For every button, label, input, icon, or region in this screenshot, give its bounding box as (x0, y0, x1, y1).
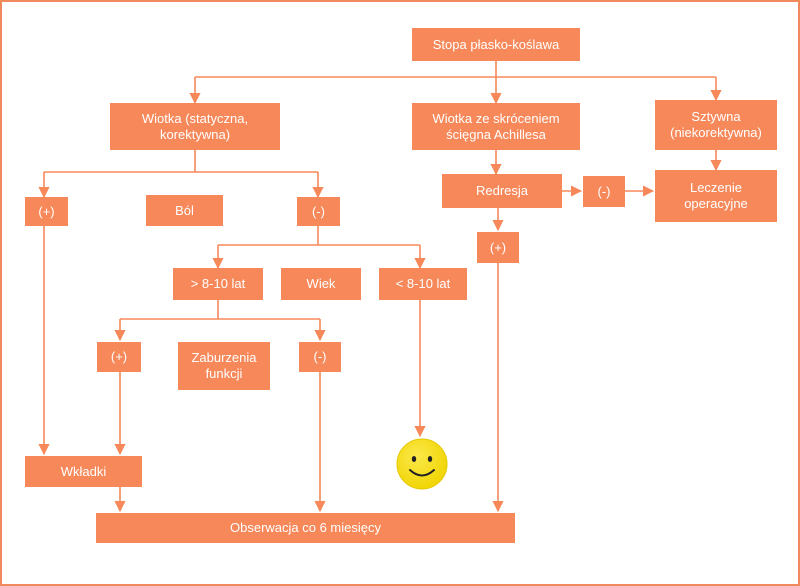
node-redresja-pos: (+) (477, 232, 519, 263)
node-flexible-label-1: Wiotka (statyczna, (141, 110, 249, 126)
node-pain-neg-label: (-) (312, 203, 325, 219)
node-dysfunction-neg: (-) (299, 342, 341, 372)
node-pain-label: Ból (175, 202, 194, 218)
node-insoles: Wkładki (25, 456, 142, 487)
node-age-over-label: > 8-10 lat (190, 276, 246, 291)
node-dysfunction-pos-label: (+) (110, 349, 128, 364)
node-surgery: Leczenie operacyjne (655, 170, 777, 222)
node-redresja-neg: (-) (583, 176, 625, 207)
node-dysfunction: Zaburzenia funkcji (178, 342, 270, 390)
node-redresja-neg-label: (-) (597, 183, 611, 199)
node-root-label: Stopa płasko-koślawa (432, 36, 560, 52)
smiley-face-icon (396, 438, 448, 490)
node-redresja-label: Redresja (475, 183, 529, 198)
node-pain: Ból (146, 195, 223, 226)
node-root: Stopa płasko-koślawa (412, 28, 580, 61)
node-observation-label: Obserwacja co 6 miesięcy (230, 520, 381, 535)
node-rigid-label-1: Sztywna (691, 109, 741, 124)
node-dysfunction-neg-label: (-) (313, 349, 327, 364)
node-rigid: Sztywna (niekorektywna) (655, 100, 777, 150)
node-age-over: > 8-10 lat (173, 268, 263, 300)
node-age-under-label: < 8-10 lat (395, 276, 451, 291)
node-redresja: Redresja (442, 174, 562, 208)
node-redresja-pos-label: (+) (489, 239, 507, 255)
node-pain-neg: (-) (297, 197, 340, 226)
node-age-under: < 8-10 lat (379, 268, 467, 300)
node-dysfunction-pos: (+) (97, 342, 141, 372)
node-rigid-label-2: (niekorektywna) (670, 125, 762, 140)
node-flexible-label-2: korektywna) (159, 126, 231, 142)
node-surgery-label-1: Leczenie (689, 180, 743, 195)
node-insoles-label: Wkładki (60, 463, 107, 479)
node-achilles-label-2: ścięgna Achillesa (446, 126, 546, 142)
node-observation: Obserwacja co 6 miesięcy (96, 513, 515, 543)
node-age: Wiek (281, 268, 361, 300)
node-dysfunction-label-2: funkcji (205, 366, 243, 381)
node-achilles-label-1: Wiotka ze skróceniem (432, 110, 560, 126)
node-pain-pos: (+) (25, 197, 68, 226)
node-dysfunction-label-1: Zaburzenia (191, 350, 257, 365)
node-achilles: Wiotka ze skróceniem ścięgna Achillesa (412, 103, 580, 150)
node-age-label: Wiek (306, 276, 336, 291)
node-flexible: Wiotka (statyczna, korektywna) (110, 103, 280, 150)
node-pain-pos-label: (+) (38, 203, 55, 219)
node-surgery-label-2: operacyjne (684, 196, 748, 211)
